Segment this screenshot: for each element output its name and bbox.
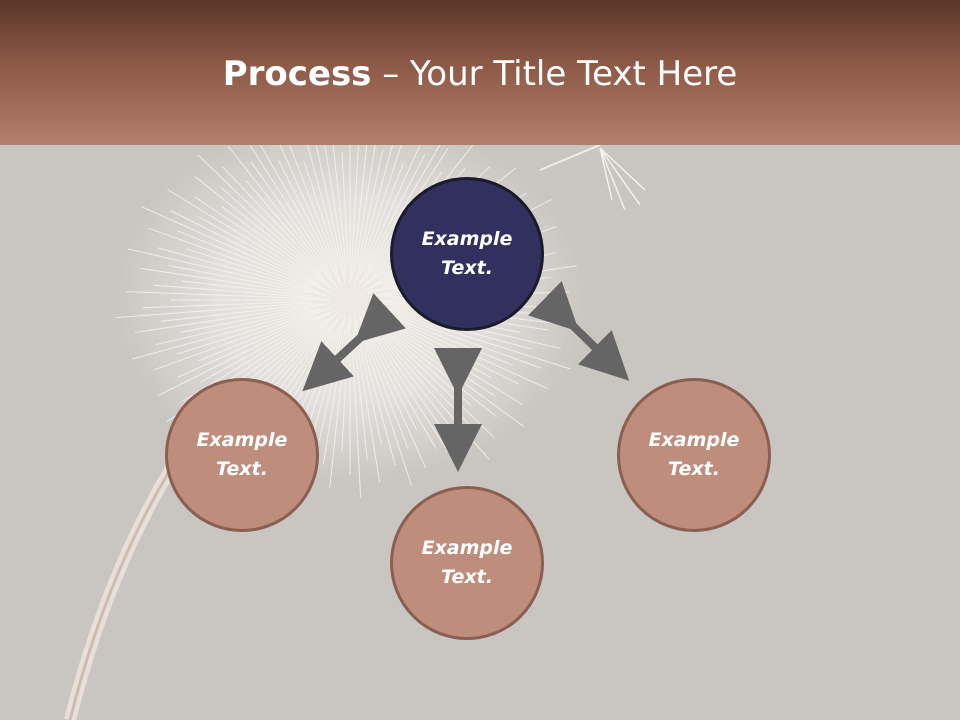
right-node: Example Text. [617,378,771,532]
left-node: Example Text. [165,378,319,532]
title-rest: – Your Title Text Here [371,54,738,94]
arrow-center-left [302,293,406,392]
right-node-text: Example Text. [648,429,740,480]
left-node-text: Example Text. [196,429,288,480]
slide-title: Process – Your Title Text Here [0,52,960,96]
bottom-node-text: Example Text. [421,537,513,588]
header-bar: Process – Your Title Text Here [0,0,960,145]
title-bold: Process [222,54,372,94]
center-node: Example Text. [390,177,544,331]
center-node-text: Example Text. [421,228,513,279]
arrow-center-right [528,281,630,381]
bottom-node: Example Text. [390,486,544,640]
